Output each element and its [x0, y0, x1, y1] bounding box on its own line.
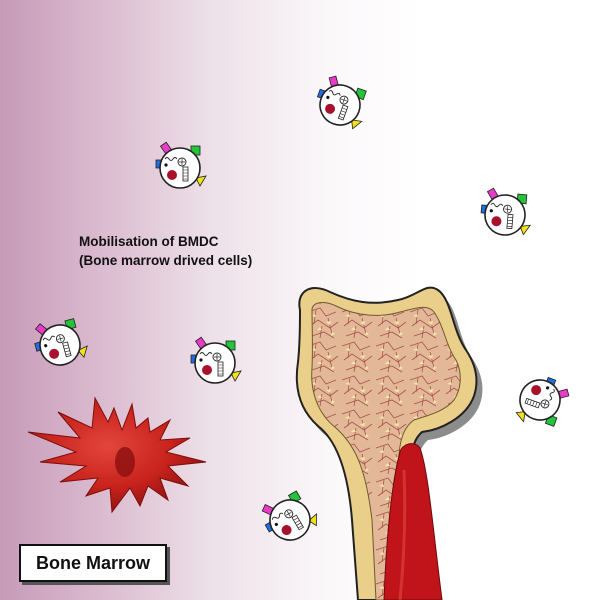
bmdc-cell	[190, 336, 242, 384]
megakaryocyte-cell	[27, 396, 207, 514]
bmdc-cell	[29, 312, 92, 372]
bone-illustration	[295, 286, 483, 600]
bmdc-cell	[309, 71, 375, 134]
bmdc-cell	[511, 369, 574, 435]
bmdc-cell	[255, 483, 324, 551]
caption-line-1: Mobilisation of BMDC	[79, 234, 219, 249]
bmdc-cell	[478, 186, 534, 238]
bmdc-cell	[155, 141, 207, 189]
mobilisation-caption: Mobilisation of BMDC (Bone marrow drived…	[79, 232, 252, 270]
bone-marrow-label: Bone Marrow	[19, 544, 167, 582]
caption-line-2: (Bone marrow drived cells)	[79, 253, 253, 268]
